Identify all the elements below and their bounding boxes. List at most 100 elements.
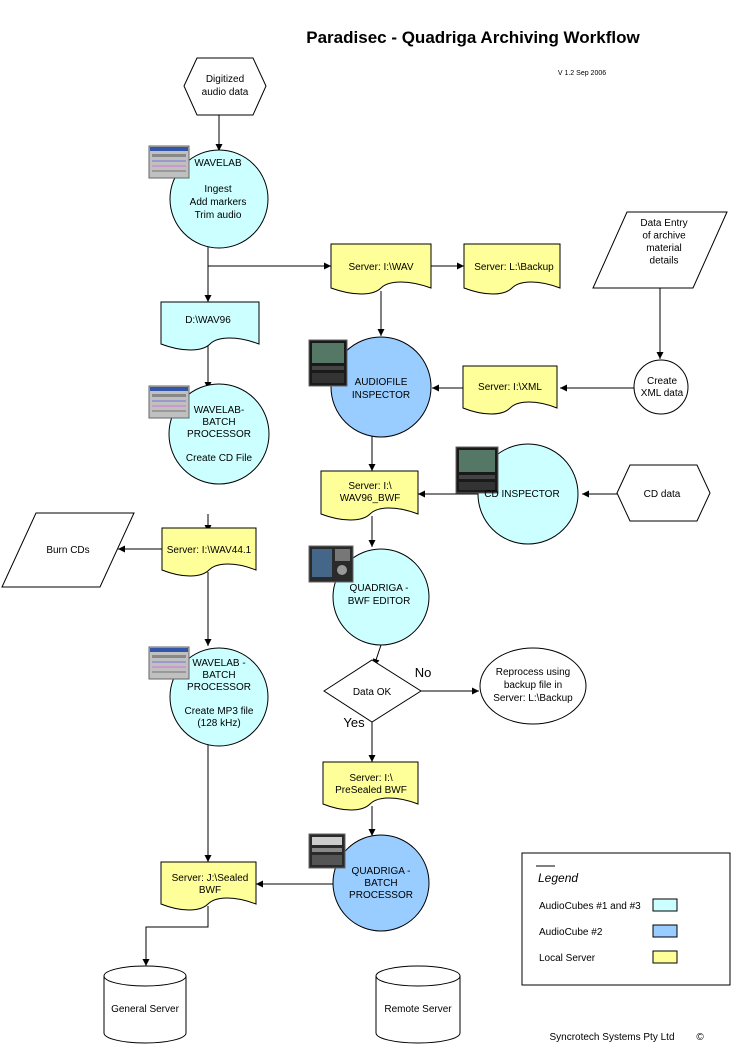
label-line: Create CD File	[186, 453, 253, 464]
cd-data-hexagon	[616, 464, 711, 522]
shapes	[1, 57, 728, 1044]
wavelab-batch-thumb-icon	[148, 385, 190, 419]
label-line: Create	[647, 376, 677, 387]
cd-inspector-label: CD INSPECTOR	[484, 489, 559, 500]
server-xml-label: Server: I:\XML	[478, 382, 542, 393]
data-entry-parallelogram	[592, 211, 728, 289]
label-line: BATCH	[364, 878, 397, 889]
server-xml-box	[462, 365, 558, 415]
label-line: Server: J:\Sealed	[172, 873, 249, 884]
legend-items: AudioCubes #1 and #3 AudioCube #2 Local Se…	[539, 898, 678, 964]
label-line: Remote Server	[384, 1004, 452, 1015]
cd-inspector-thumb-icon	[455, 446, 499, 494]
wav44-label: Server: I:\WAV44.1	[167, 545, 252, 556]
presealed-box	[322, 761, 419, 811]
label-line: Data OK	[353, 687, 392, 698]
wav96-bwf-label: Server: I:\WAV96_BWF	[340, 481, 401, 504]
copyright-symbol: ©	[696, 1032, 704, 1043]
label-line: audio data	[202, 87, 249, 98]
label-line: Server: L:\Backup	[493, 693, 573, 704]
company-credit: Syncrotech Systems Pty Ltd	[549, 1032, 674, 1043]
data-ok-label: Data OK	[353, 687, 392, 698]
legend-item-label: Local Server	[539, 953, 596, 964]
presealed-label: Server: I:\PreSealed BWF	[335, 773, 407, 796]
label-line: CD INSPECTOR	[484, 489, 559, 500]
legend: Legend AudioCubes #1 and #3 AudioCube #2 L…	[521, 852, 731, 986]
legend-item-label: AudioCubes #1 and #3	[539, 901, 641, 912]
legend-title: Legend	[538, 871, 578, 885]
wav96-bwf-box	[320, 470, 419, 521]
label-line: Server: I:\XML	[478, 382, 542, 393]
create-xml-circle	[633, 359, 689, 415]
label-line: Server: L:\Backup	[474, 262, 554, 273]
bwf-editor-label: QUADRIGA - BWF EDITOR	[348, 583, 411, 607]
label-line: Server: I:\	[349, 773, 393, 784]
wavelab-thumb-icon	[148, 145, 190, 179]
label-line: BWF EDITOR	[348, 596, 411, 607]
label-line: D:\WAV96	[185, 315, 231, 326]
general-server-cylinder	[103, 976, 187, 1044]
legend-item-label: AudioCube #2	[539, 927, 603, 938]
label-line: Add markers	[190, 197, 247, 208]
remote-server-top	[375, 965, 461, 987]
label-line: Data Entry	[640, 218, 687, 229]
wavelab-circle	[169, 149, 269, 249]
legend-swatch	[652, 898, 678, 912]
label-line	[217, 171, 220, 182]
arrow-sealed-general	[142, 906, 209, 966]
cd-data-label: CD data	[644, 489, 681, 500]
label-line: PROCESSOR	[187, 429, 251, 440]
audiofile-inspector-label: AUDIOFILE INSPECTOR	[352, 377, 410, 401]
label-line: Reprocess using	[496, 667, 570, 678]
label-line: Create MP3 file	[185, 706, 254, 717]
data-ok-diamond	[323, 659, 422, 723]
label-line: INSPECTOR	[352, 390, 410, 401]
burn-cds-parallelogram	[1, 512, 135, 588]
general-server-top	[103, 965, 187, 987]
audiofile-inspector-circle	[330, 336, 432, 438]
label-line: PROCESSOR	[349, 890, 413, 901]
label-line: backup file in	[504, 680, 562, 691]
bwf-editor-circle	[332, 548, 430, 646]
label-line: Ingest	[204, 184, 231, 195]
label-line: BWF	[199, 885, 221, 896]
label-line: material	[646, 243, 682, 254]
batch-processor-thumb-icon	[308, 833, 346, 869]
label-line: WAVELAB-	[194, 405, 245, 416]
page-title: Paradisec - Quadriga Archiving Workflow	[306, 28, 640, 47]
label-line: QUADRIGA -	[350, 583, 409, 594]
label-line: (128 kHz)	[197, 718, 240, 729]
no-label: No	[415, 665, 432, 680]
label-line: BATCH	[202, 417, 235, 428]
label-line: AUDIOFILE	[355, 377, 408, 388]
legend-box	[521, 852, 731, 986]
label-line: Server: I:\	[348, 481, 392, 492]
cd-inspector-circle	[477, 443, 579, 545]
label-line: Trim audio	[195, 210, 242, 221]
burn-cds-label: Burn CDs	[46, 545, 89, 556]
legend-swatch	[652, 924, 678, 938]
label-line: XML data	[641, 388, 684, 399]
dwav96-box	[160, 301, 260, 351]
label-line: PROCESSOR	[187, 682, 251, 693]
batch1-circle	[168, 383, 270, 485]
label-line: WAV96_BWF	[340, 493, 401, 504]
label-line: CD data	[644, 489, 681, 500]
version-label: V 1.2 Sep 2006	[558, 70, 606, 77]
server-wav-label: Server: I:\WAV	[348, 262, 413, 273]
yes-label: Yes	[343, 715, 365, 730]
label-line: PreSealed BWF	[335, 785, 407, 796]
label-line	[218, 694, 221, 705]
label-line: General Server	[111, 1004, 179, 1015]
batch2-circle	[169, 647, 269, 747]
label-line: Burn CDs	[46, 545, 89, 556]
